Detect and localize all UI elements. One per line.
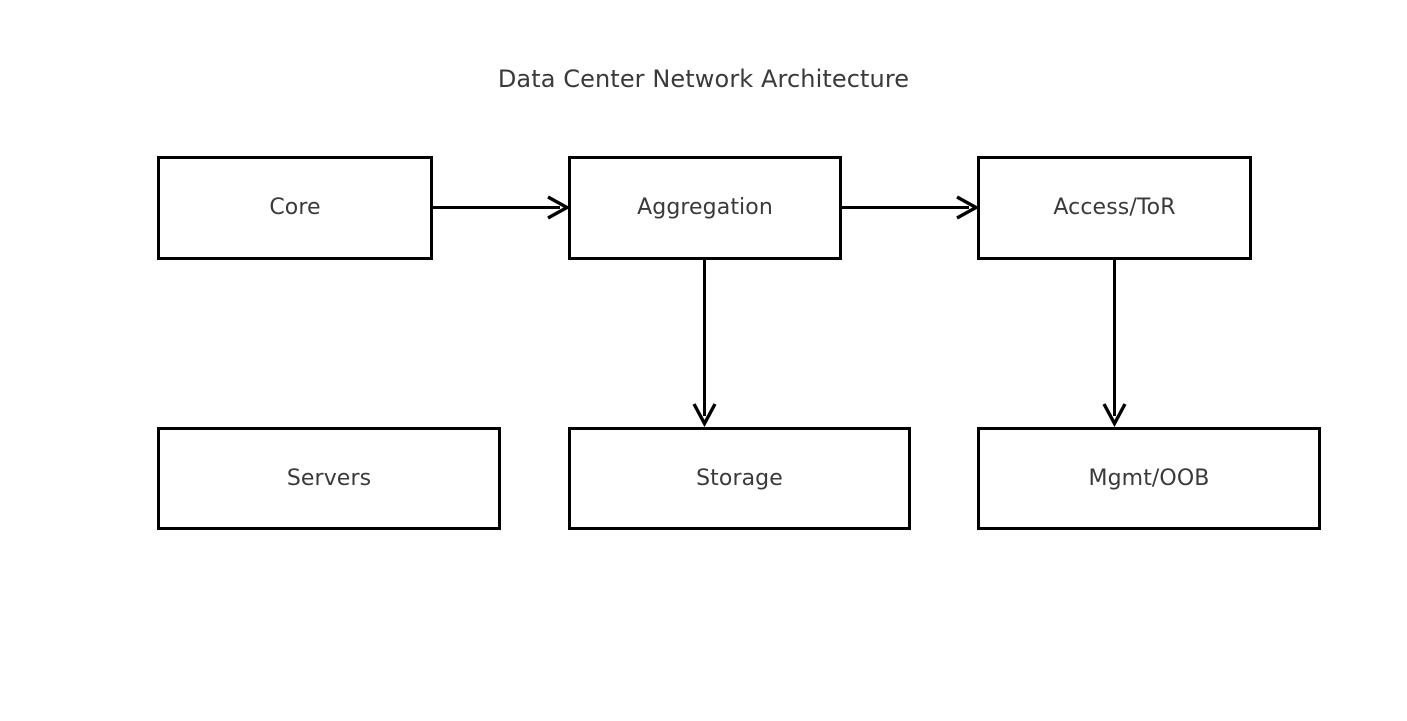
edge-aggregation-to-access: [842, 195, 980, 220]
node-mgmt-oob[interactable]: Mgmt/OOB: [977, 427, 1321, 530]
node-aggregation-label: Aggregation: [637, 195, 773, 220]
node-access-tor[interactable]: Access/ToR: [977, 156, 1252, 260]
node-core-label: Core: [269, 195, 321, 220]
node-core[interactable]: Core: [157, 156, 433, 260]
node-servers[interactable]: Servers: [157, 427, 501, 530]
node-storage-label: Storage: [696, 465, 783, 491]
node-storage[interactable]: Storage: [568, 427, 911, 530]
node-servers-label: Servers: [286, 465, 372, 491]
node-access-tor-label: Access/ToR: [1053, 195, 1176, 220]
node-mgmt-oob-label: Mgmt/OOB: [1088, 465, 1210, 491]
edge-aggregation-to-storage: [692, 260, 717, 428]
edge-access-to-mgmt: [1102, 260, 1127, 428]
edge-core-to-aggregation: [433, 195, 571, 220]
node-aggregation[interactable]: Aggregation: [568, 156, 842, 260]
diagram-title: Data Center Network Architecture: [497, 65, 910, 93]
